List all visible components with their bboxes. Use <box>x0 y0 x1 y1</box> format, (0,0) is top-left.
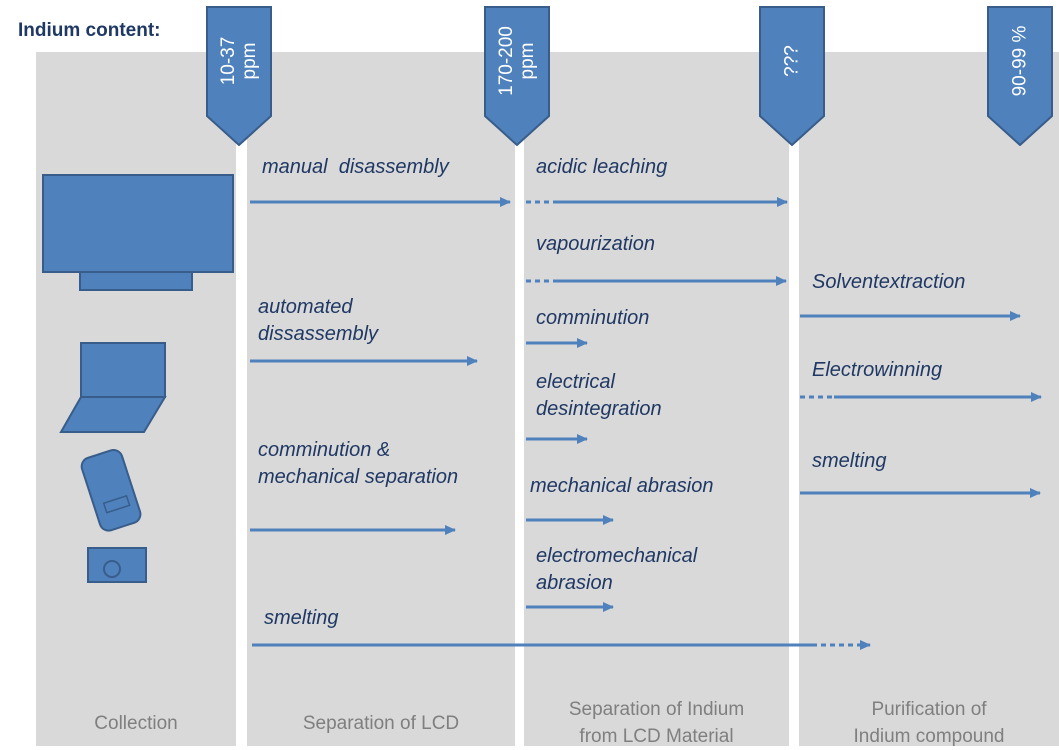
process-comminution: comminution <box>536 307 650 329</box>
mobile-phone-icon <box>80 449 142 532</box>
indium-marker-3: ??? <box>759 6 825 146</box>
indium-marker-2: 170-200 ppm <box>484 6 550 146</box>
process-smelting-main: smelting <box>264 607 339 629</box>
process-vapourization: vapourization <box>536 233 655 255</box>
stage-column-separation-indium: Separation of Indium from LCD Material <box>524 52 789 747</box>
marker-shape-1 <box>206 6 272 146</box>
indium-marker-4: 90-99 % <box>987 6 1053 146</box>
marker-shape-3 <box>759 6 825 146</box>
laptop-icon <box>59 342 167 433</box>
marker-shape-2 <box>484 6 550 146</box>
process-comminution-mechanical-separation: comminution & mechanical separation <box>258 439 459 488</box>
process-mechanical-abrasion: mechanical abrasion <box>530 475 714 497</box>
process-acidic-leaching: acidic leaching <box>536 156 668 178</box>
camera-icon <box>87 547 147 583</box>
stage-label-separation-indium-text: Separation of Indium from LCD Material <box>568 699 745 747</box>
stage-label-separation-lcd: Separation of LCD <box>302 713 460 734</box>
stage-label-collection: Collection <box>94 713 178 734</box>
stage-label-separation-indium: Separation of Indium from LCD Material <box>524 696 789 750</box>
process-electrical-desintegration: electrical desintegration <box>536 371 662 420</box>
process-solventextraction: Solventextraction <box>812 271 966 293</box>
process-manual-disassembly: manual disassembly <box>262 156 449 178</box>
process-electromechanical-abrasion: electromechanical abrasion <box>536 545 698 594</box>
stage-label-purification: Purification of Indium compound <box>799 696 1059 750</box>
marker-shape-4 <box>987 6 1053 146</box>
stage-label-purification-text: Purification of Indium compound <box>853 699 1005 747</box>
indium-marker-1: 10-37 ppm <box>206 6 272 146</box>
indium-content-title: Indium content: <box>18 20 161 41</box>
stage-column-separation-lcd: Separation of LCD <box>247 52 515 746</box>
tv-monitor-icon <box>42 174 234 291</box>
process-smelting-purification: smelting <box>812 450 887 472</box>
process-automated-disassembly: automated dissassembly <box>258 296 379 345</box>
process-electrowinning: Electrowinning <box>812 359 943 381</box>
stage-column-purification: Purification of Indium compound <box>799 52 1059 747</box>
